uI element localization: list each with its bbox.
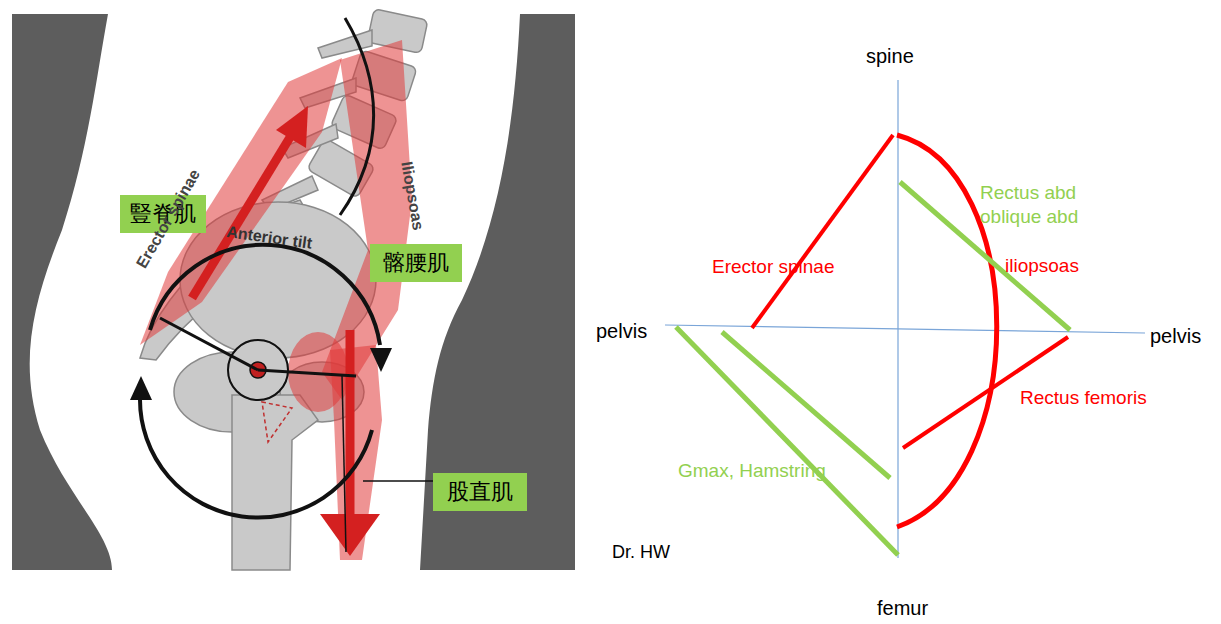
text-label: pelvis	[596, 319, 647, 344]
label-box: 股直肌	[433, 473, 527, 511]
text-label: pelvis	[1150, 324, 1201, 349]
rotation-arc	[140, 398, 372, 518]
hamstring-line	[722, 332, 890, 478]
moment-arm	[160, 318, 258, 370]
text-label: femur	[877, 596, 928, 621]
text-label: spine	[866, 44, 914, 69]
lordosis-curve	[340, 18, 374, 215]
text-label: Rectus abd oblique abd	[980, 181, 1098, 229]
force-line	[342, 375, 346, 552]
rotation-arrow-head	[130, 376, 152, 400]
dashed-triangle	[262, 402, 292, 442]
text-label: Erector spinae	[712, 255, 835, 279]
text-label: Gmax, Hamstring	[678, 459, 826, 483]
erector-line	[752, 135, 893, 328]
force-arrow-shaft	[346, 330, 355, 518]
text-label: Dr. HW	[612, 541, 670, 564]
front-silhouette	[420, 14, 575, 570]
text-label: iliopsoas	[1005, 254, 1079, 278]
force-arrow-head	[320, 514, 380, 556]
panel-background	[12, 14, 575, 570]
force-arrow-head	[276, 106, 308, 148]
femur-shaft	[232, 395, 318, 570]
force-arrow-shaft	[192, 134, 292, 298]
rotation-arrow-head	[370, 348, 392, 372]
box-label: 髂腰肌	[383, 248, 449, 278]
label-box: 髂腰肌	[370, 244, 462, 282]
leader-line	[363, 480, 433, 482]
back-silhouette	[12, 14, 112, 570]
text-label: Rectus femoris	[1020, 386, 1147, 410]
box-label: 股直肌	[447, 477, 513, 507]
spine-femur-axis	[897, 80, 898, 558]
gmax-line	[676, 327, 898, 555]
pelvis-axis	[665, 325, 1145, 333]
